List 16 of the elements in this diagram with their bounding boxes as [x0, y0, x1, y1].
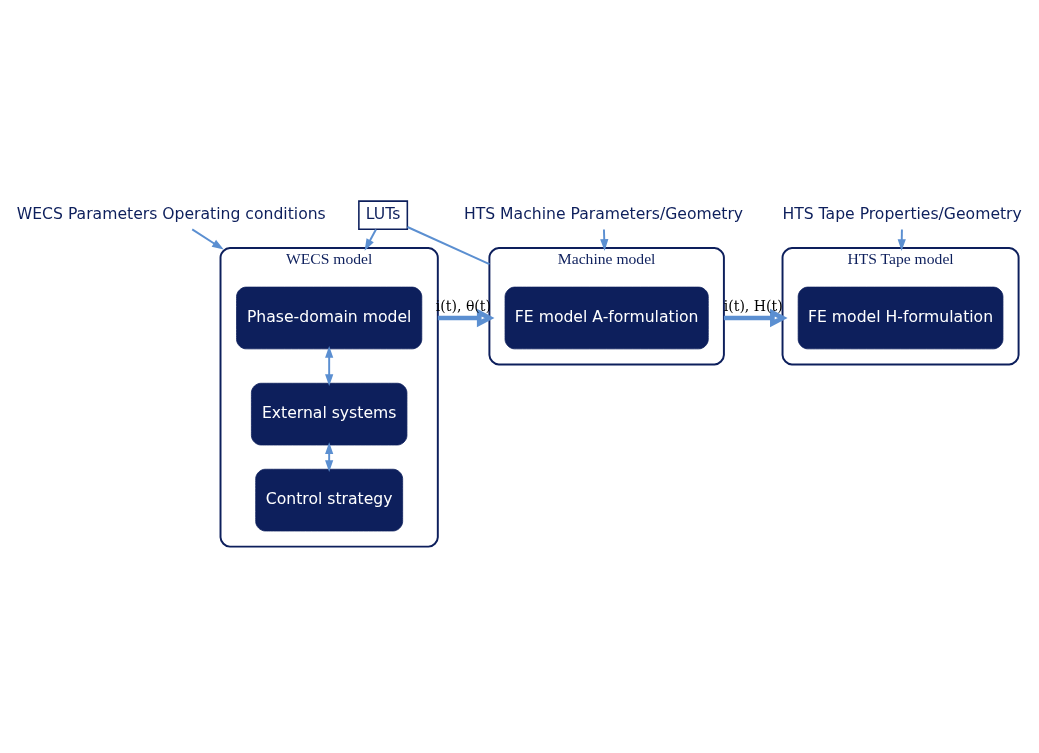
- connector: [406, 225, 491, 265]
- node-box: LUTs: [358, 199, 409, 230]
- arrow: [325, 345, 334, 386]
- node-box: FE model H-formulation: [797, 286, 1004, 349]
- node-text: HTS Tape Properties/Geometry: [782, 203, 1022, 223]
- arrow: [897, 227, 906, 251]
- arrow: [437, 308, 495, 327]
- node-box: Phase-domain model: [236, 286, 423, 349]
- arrow: [191, 227, 224, 250]
- arrow: [723, 308, 788, 327]
- node-box: External systems: [251, 382, 408, 445]
- arrow: [600, 227, 609, 251]
- node-box: Control strategy: [255, 468, 404, 531]
- node-box: FE model A-formulation: [504, 286, 709, 349]
- node-text: WECS Parameters Operating conditions: [16, 203, 326, 223]
- node-text: HTS Machine Parameters/Geometry: [463, 203, 744, 223]
